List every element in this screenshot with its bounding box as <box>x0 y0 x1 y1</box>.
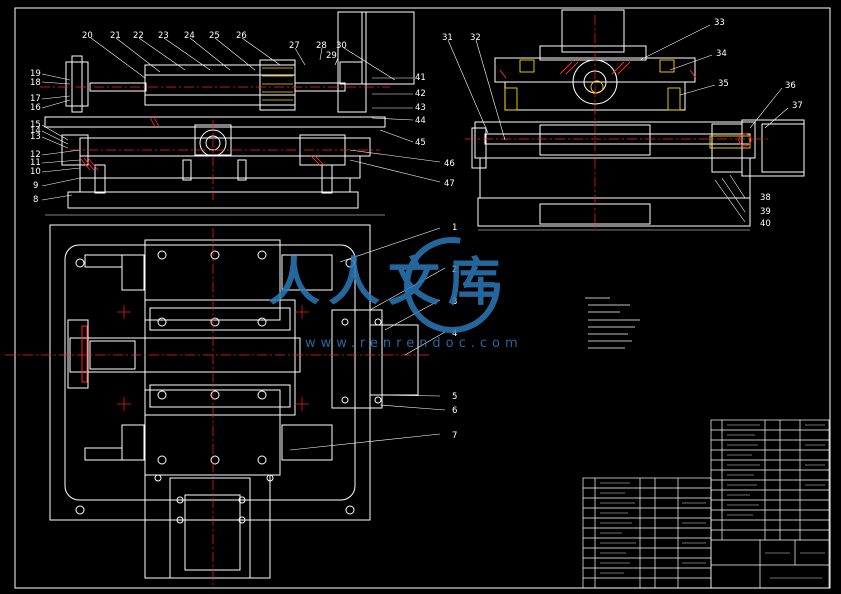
callout-3: 3 <box>452 297 457 307</box>
callout-25: 25 <box>209 31 220 41</box>
callout-13: 13 <box>30 132 41 142</box>
callout-43: 43 <box>415 103 426 113</box>
callout-18: 18 <box>30 78 41 88</box>
callout-29: 29 <box>326 51 337 61</box>
callout-30: 30 <box>336 41 347 51</box>
callout-26: 26 <box>236 31 247 41</box>
callout-45: 45 <box>415 138 426 148</box>
callout-37: 37 <box>792 101 803 111</box>
callout-39: 39 <box>760 207 771 217</box>
callout-10: 10 <box>30 167 41 177</box>
callout-28: 28 <box>316 41 327 51</box>
plan-view <box>5 224 430 585</box>
callout-16: 16 <box>30 103 41 113</box>
callout-12: 12 <box>30 150 41 160</box>
callout-47: 47 <box>444 179 455 189</box>
callout-20: 20 <box>82 31 93 41</box>
callout-27: 27 <box>289 41 300 51</box>
callout-32: 32 <box>470 33 481 43</box>
watermark-cn: 人人文库 <box>268 253 508 313</box>
callout-5: 5 <box>452 392 457 402</box>
watermark-url: www.renrendoc.com <box>305 336 523 351</box>
callout-44: 44 <box>415 116 426 126</box>
technical-notes <box>585 297 640 349</box>
callout-11: 11 <box>30 158 41 168</box>
callout-17: 17 <box>30 94 41 104</box>
callout-9: 9 <box>33 181 38 191</box>
callout-46: 46 <box>444 159 455 169</box>
callout-21: 21 <box>110 31 121 41</box>
callout-34: 34 <box>716 49 727 59</box>
drawing-border <box>14 7 831 589</box>
side-view <box>465 9 805 231</box>
watermark-logo-icon <box>404 237 500 333</box>
callout-38: 38 <box>760 193 771 203</box>
callout-6: 6 <box>452 406 457 416</box>
callout-4: 4 <box>452 329 457 339</box>
callout-19: 19 <box>30 69 41 79</box>
callout-35: 35 <box>718 79 729 89</box>
callout-1: 1 <box>452 223 457 233</box>
callout-15: 15 <box>30 120 41 130</box>
callout-14: 14 <box>30 126 41 136</box>
callout-41: 41 <box>415 73 426 83</box>
callout-22: 22 <box>133 31 144 41</box>
callout-31: 31 <box>442 33 453 43</box>
callout-40: 40 <box>760 219 771 229</box>
callout-8: 8 <box>33 195 38 205</box>
callout-7: 7 <box>452 431 457 441</box>
watermark: 人人文库 www.renrendoc.com <box>268 237 523 351</box>
parts-list-table <box>582 419 830 589</box>
callouts: 19 18 17 16 15 14 13 12 11 10 9 8 20 21 … <box>30 18 803 441</box>
leader-lines <box>41 24 789 451</box>
callout-33: 33 <box>714 18 725 28</box>
callout-2: 2 <box>452 265 457 275</box>
callout-24: 24 <box>184 31 195 41</box>
callout-42: 42 <box>415 89 426 99</box>
callout-23: 23 <box>158 31 169 41</box>
callout-36: 36 <box>785 81 796 91</box>
front-view <box>40 11 415 216</box>
